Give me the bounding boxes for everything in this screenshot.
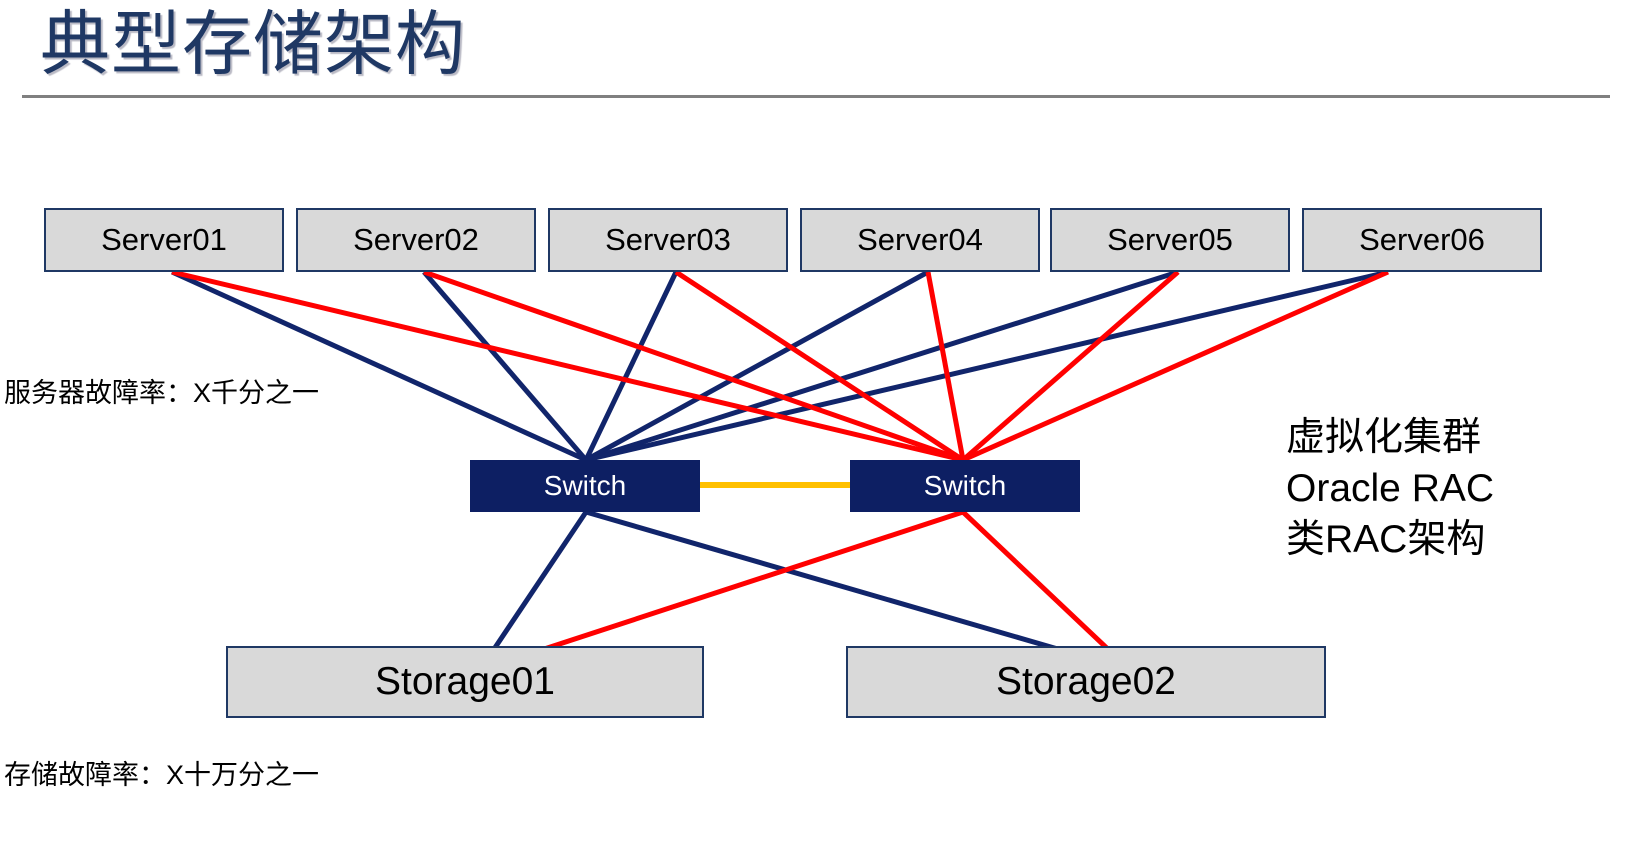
server-node-label: Server06	[1359, 222, 1485, 257]
switch-node-1[interactable]: Switch	[470, 460, 700, 512]
link-right-switch-storage-1	[479, 509, 964, 673]
server-node-6[interactable]: Server06	[1302, 208, 1542, 272]
link-server-left-switch-3	[583, 270, 679, 462]
server-node-5[interactable]: Server05	[1050, 208, 1290, 272]
link-server-left-switch-5	[585, 269, 1179, 463]
cluster-note-line-1: 虚拟化集群	[1286, 416, 1482, 459]
cluster-note-line-2: Oracle RAC	[1286, 467, 1495, 510]
server-node-2[interactable]: Server02	[296, 208, 536, 272]
link-server-left-switch-1	[170, 269, 588, 463]
link-server-right-switch-3	[674, 269, 965, 463]
storage-node-1[interactable]: Storage01	[226, 646, 704, 718]
link-server-right-switch-4	[925, 271, 966, 461]
storage-node-2[interactable]: Storage02	[846, 646, 1326, 718]
link-server-right-switch-5	[961, 270, 1180, 462]
server-node-4[interactable]: Server04	[800, 208, 1040, 272]
server-node-label: Server05	[1107, 222, 1233, 257]
server-node-label: Server03	[605, 222, 731, 257]
link-server-left-switch-2	[422, 270, 588, 462]
server-node-1[interactable]: Server01	[44, 208, 284, 272]
server-to-right-switch-links	[171, 269, 1390, 463]
server-node-label: Server04	[857, 222, 983, 257]
page-title: 典型存储架构	[40, 5, 466, 83]
cluster-note-line-3: 类RAC架构	[1286, 518, 1486, 561]
server-to-left-switch-links	[170, 269, 1389, 463]
server-failure-rate-note: 服务器故障率：X千分之一	[4, 378, 320, 408]
server-node-3[interactable]: Server03	[548, 208, 788, 272]
storage-node-label: Storage01	[375, 660, 555, 703]
link-server-right-switch-1	[171, 269, 964, 463]
right-switch-to-storage-links	[479, 509, 1132, 673]
server-node-label: Server01	[101, 222, 227, 257]
server-node-label: Server02	[353, 222, 479, 257]
link-server-left-switch-4	[584, 269, 930, 463]
title-divider	[22, 95, 1610, 98]
switch-node-label: Switch	[923, 470, 1007, 501]
link-server-left-switch-6	[585, 269, 1389, 463]
cluster-architecture-note: 虚拟化集群 Oracle RAC 类RAC架构	[1286, 412, 1494, 565]
link-left-switch-storage-2	[585, 509, 1131, 673]
storage-failure-rate-note: 存储故障率：X十万分之一	[4, 760, 320, 790]
switch-node-label: Switch	[543, 470, 627, 501]
link-server-right-switch-6	[961, 269, 1390, 463]
link-right-switch-storage-2	[961, 510, 1132, 672]
switch-node-2[interactable]: Switch	[850, 460, 1080, 512]
link-left-switch-storage-1	[477, 510, 589, 672]
left-switch-to-storage-links	[477, 509, 1131, 673]
storage-node-label: Storage02	[996, 660, 1176, 703]
link-server-right-switch-2	[423, 269, 964, 463]
